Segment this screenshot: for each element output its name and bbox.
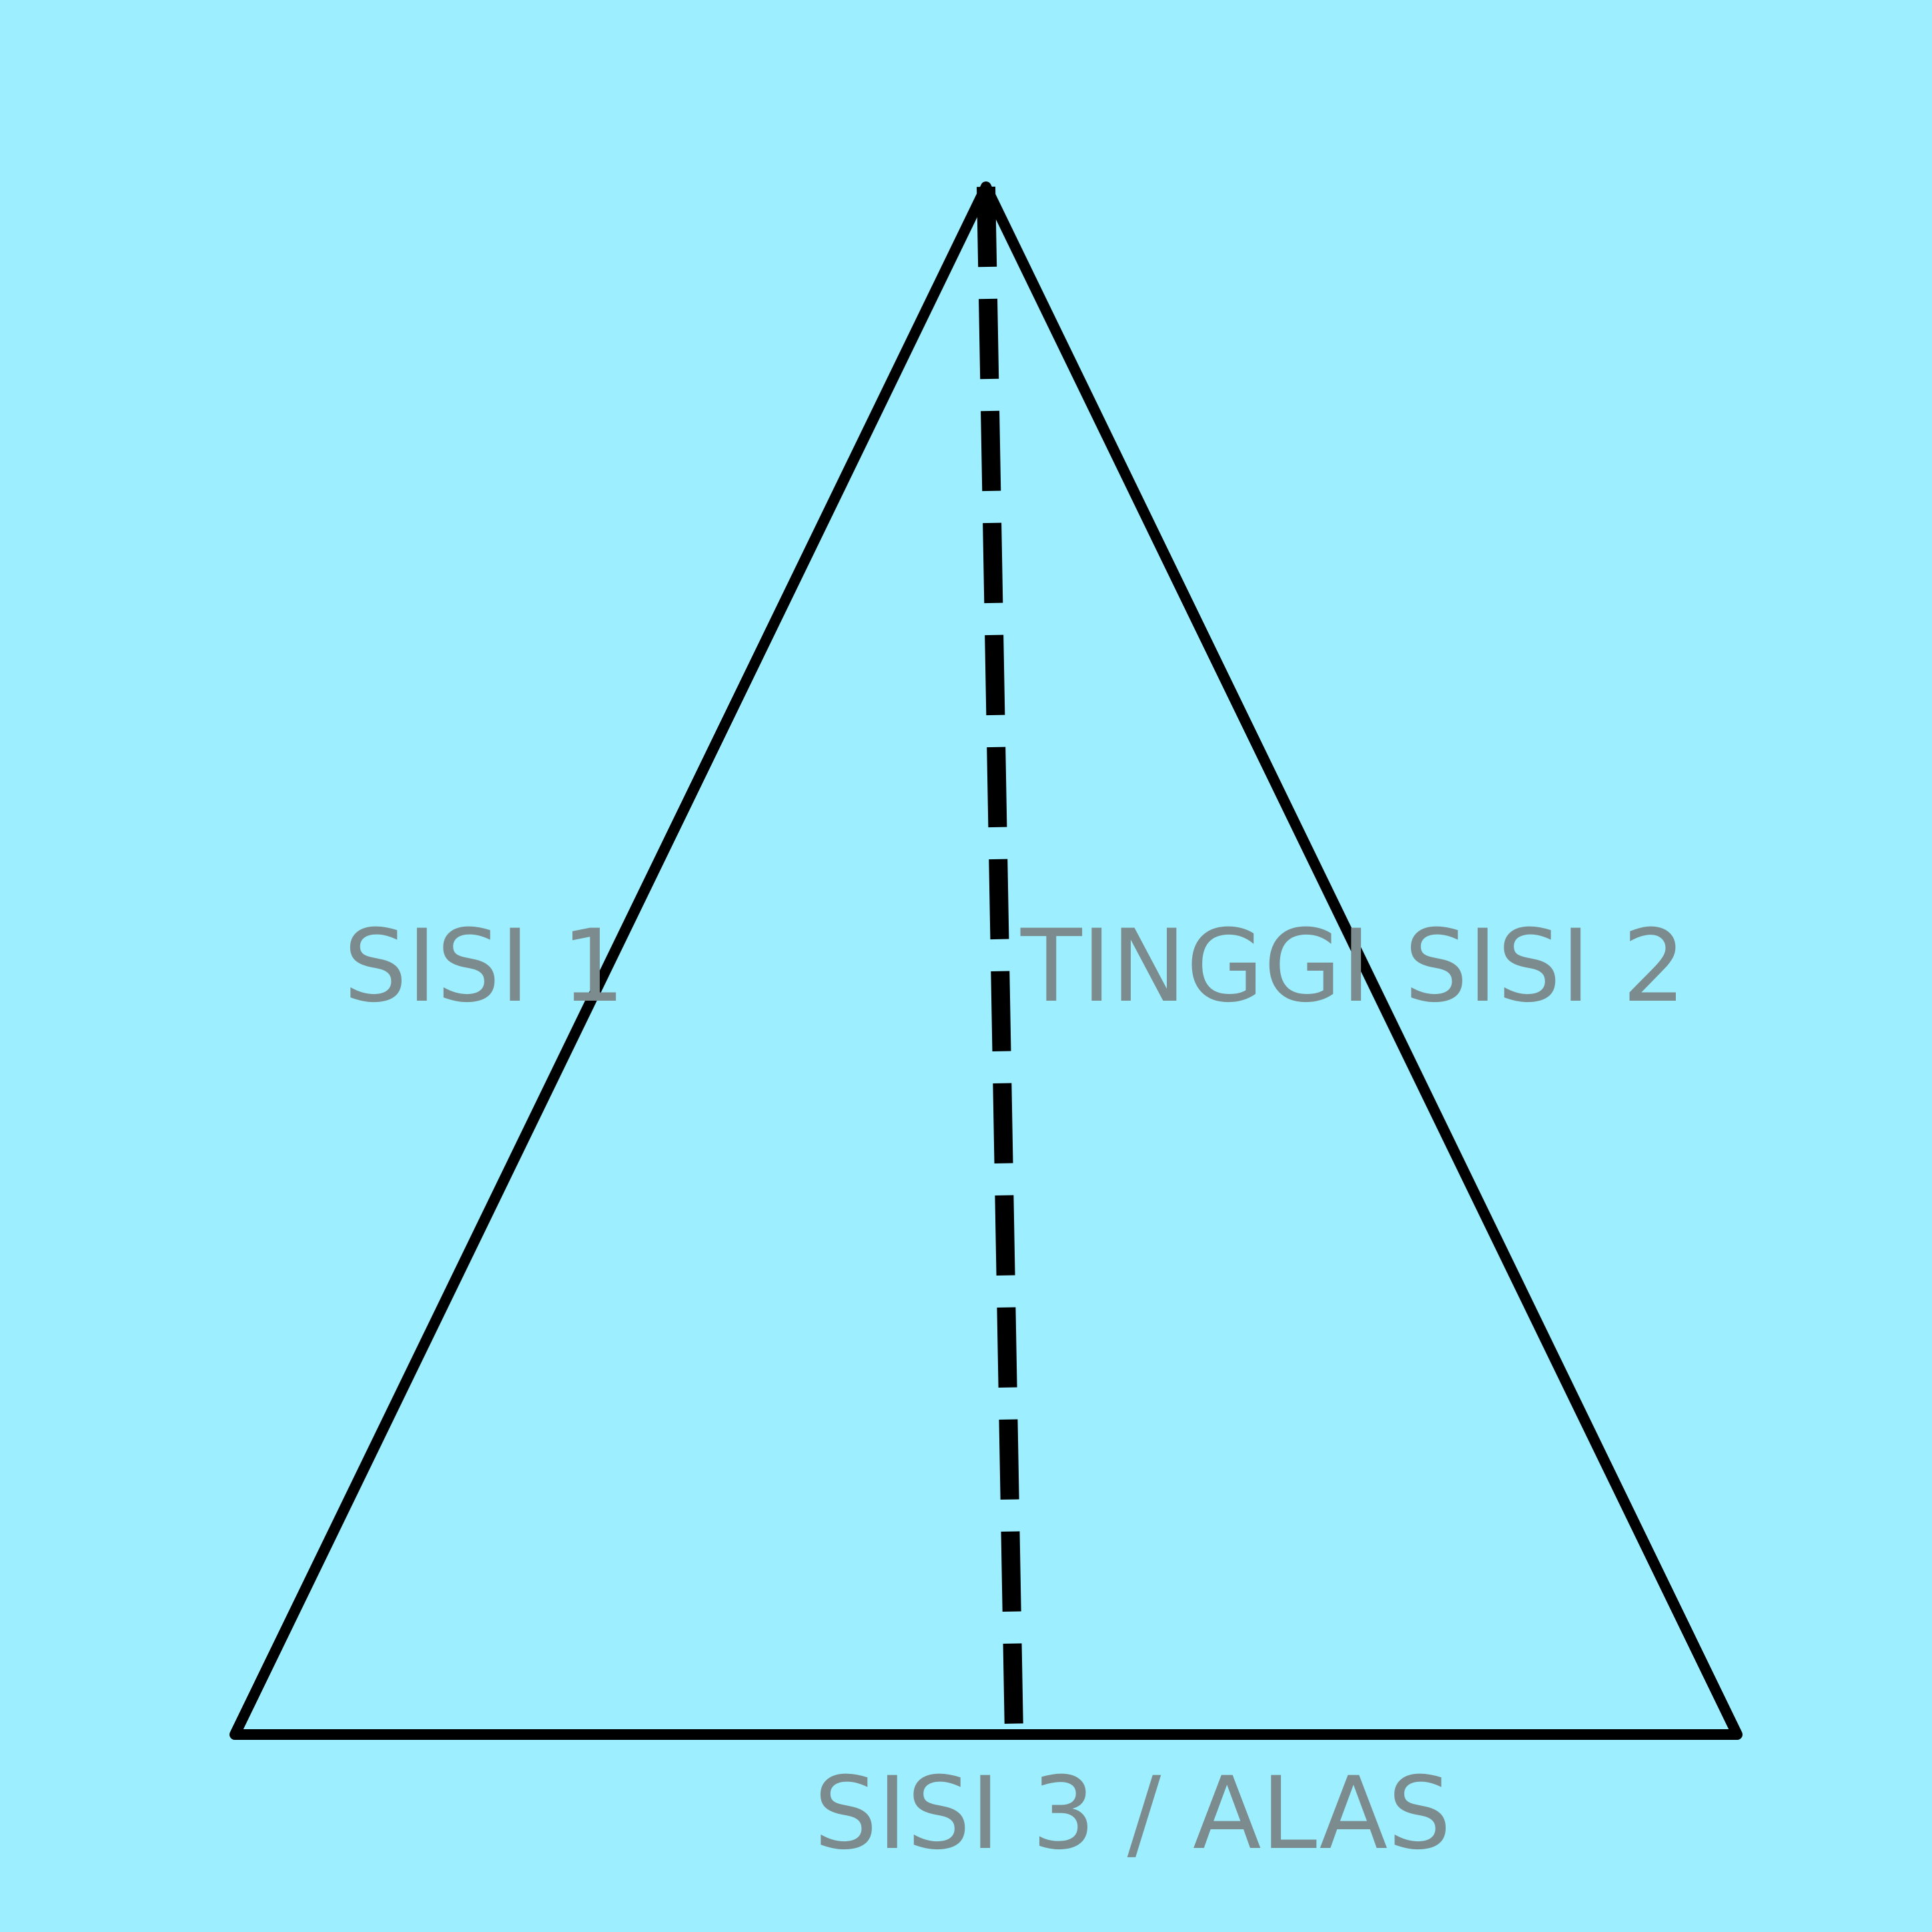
side-3-base-label: SISI 3 / ALAS (814, 1756, 1451, 1872)
height-dashed-line (977, 186, 1023, 1735)
height-label: TINGGI (1020, 909, 1371, 1025)
side-2-label: SISI 2 (1404, 909, 1686, 1025)
triangle-outline (229, 181, 1743, 1740)
side-1-label: SISI 1 (344, 909, 625, 1025)
